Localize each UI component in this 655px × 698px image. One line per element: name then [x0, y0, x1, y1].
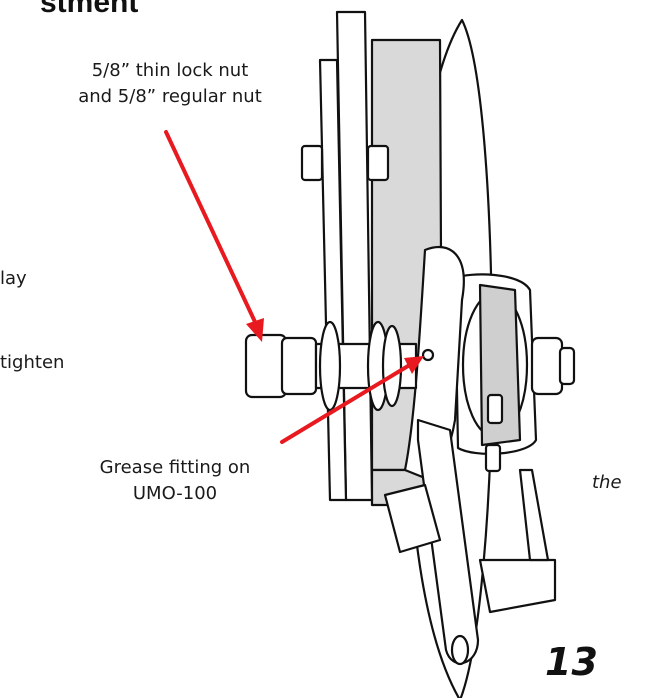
grease-fitting [421, 348, 435, 362]
lock-nut-arrowhead [246, 318, 264, 342]
body-text-fragment-3: the [592, 472, 622, 493]
section-heading-fragment: stment [40, 0, 139, 19]
lock-nut-callout-line1: 5/8” thin lock nut [91, 60, 249, 81]
clamp-block [383, 483, 442, 554]
frame-foot [478, 558, 557, 614]
grease-fitting-callout: Grease fitting on UMO-100 [55, 455, 295, 507]
callout-arrows [164, 130, 424, 444]
grease-callout-line1: Grease fitting on [99, 457, 251, 478]
body-text-fragment-2: tighten [0, 352, 65, 373]
grease-arrow-line [280, 364, 410, 444]
lock-nut-callout-line2: and 5/8” regular nut [78, 86, 262, 107]
grease-callout-line2: UMO-100 [132, 483, 218, 504]
body-text-fragment-1: lay [0, 268, 27, 289]
axle-nut-right [530, 336, 564, 396]
upper-bolt [300, 144, 324, 182]
lock-nut-callout: 5/8” thin lock nut and 5/8” regular nut [40, 58, 300, 110]
axle-bolt-left [244, 333, 288, 399]
grease-arrowhead [404, 356, 424, 374]
lock-nut-arrow-line [164, 130, 258, 326]
page-number: 13 [545, 640, 598, 684]
